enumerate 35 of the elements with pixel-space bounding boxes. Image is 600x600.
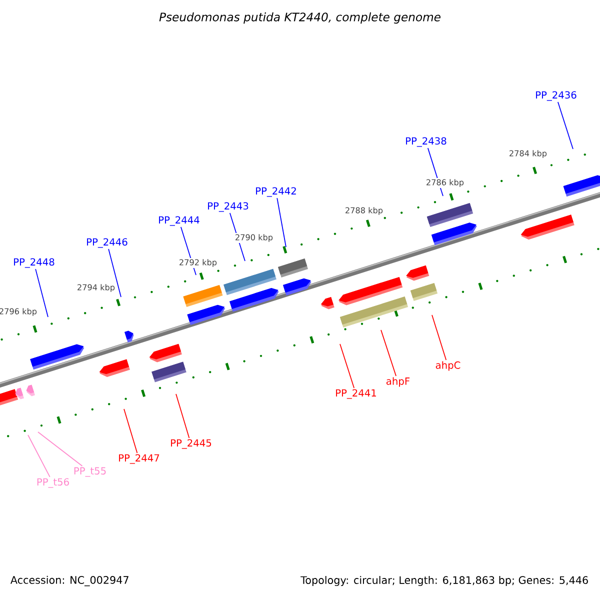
gene-label: PP_2445 xyxy=(171,439,212,449)
leader-line xyxy=(276,198,286,248)
leader-line xyxy=(432,314,447,360)
scale-label: 2796 kbp xyxy=(0,307,38,317)
scale-label: 2786 kbp xyxy=(424,178,466,188)
scale-label: 2794 kbp xyxy=(76,283,116,293)
leader-line xyxy=(340,344,355,388)
gene-label: PP_2442 xyxy=(256,187,296,197)
gene-label: PP_2447 xyxy=(119,454,160,464)
scale-label: 2790 kbp xyxy=(234,233,274,243)
gene-label: PP_2438 xyxy=(406,137,446,147)
leader-line xyxy=(38,432,83,466)
gene-label: PP_2436 xyxy=(536,91,576,101)
gene-label: PP_2441 xyxy=(336,389,376,399)
leader-line xyxy=(35,268,48,318)
gene-label: PP_2446 xyxy=(87,238,128,248)
footer-text: Accession: NC_002947 xyxy=(9,574,130,588)
gene-label: ahpC xyxy=(436,361,460,371)
leader-line xyxy=(124,408,138,454)
title: Pseudomonas putida KT2440, complete genome xyxy=(159,12,440,24)
scale-label: 2784 kbp xyxy=(508,149,548,159)
leader-line xyxy=(380,330,396,376)
gene-label: PP_t56 xyxy=(37,478,69,488)
leader-line xyxy=(176,394,190,438)
gene-label: ahpF xyxy=(386,377,410,387)
gene-label: PP_t55 xyxy=(74,467,106,477)
gene-label: PP_2448 xyxy=(14,258,54,268)
leader-line xyxy=(558,102,574,150)
scale-label: 2792 kbp xyxy=(178,258,218,268)
gene-label: PP_2444 xyxy=(159,216,200,226)
leader-line xyxy=(108,248,122,298)
leader-line xyxy=(28,434,50,478)
gene-label: PP_2443 xyxy=(208,202,248,212)
scale-label: 2788 kbp xyxy=(344,206,384,216)
footer-text: Topology: circular; Length: 6,181,863 bp; Genes: 5,446 xyxy=(300,574,590,588)
